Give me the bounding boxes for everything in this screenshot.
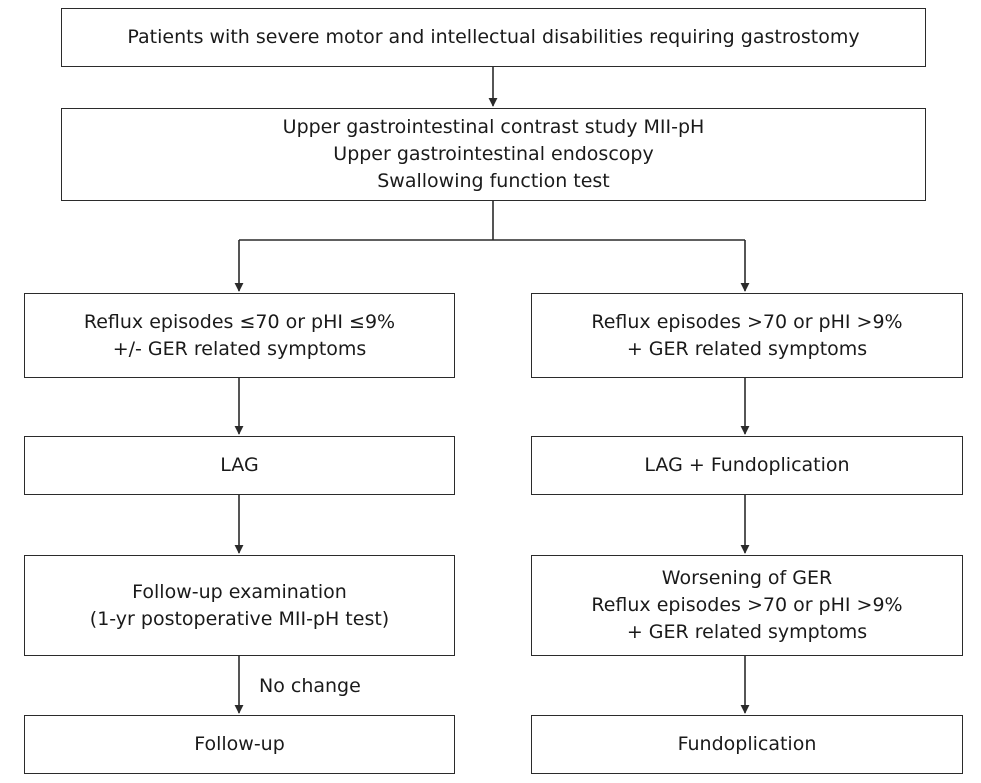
node-follow-up-exam: Follow-up examination (1-yr postoperativ… bbox=[24, 555, 455, 656]
node-high-reflux-line-1: Reflux episodes >70 or pHI >9% bbox=[591, 310, 903, 333]
node-follow-up-line-1: Follow-up bbox=[194, 733, 285, 755]
node-lag-line-1: LAG bbox=[220, 454, 259, 476]
node-workup-line-3: Swallowing function test bbox=[377, 170, 610, 192]
node-low-reflux-line-2: +/- GER related symptoms bbox=[112, 337, 367, 360]
node-fundoplication-line-1: Fundoplication bbox=[677, 733, 817, 755]
node-fundoplication: Fundoplication bbox=[531, 715, 963, 774]
node-lag-fundoplication: LAG + Fundoplication bbox=[531, 436, 963, 495]
node-worsening: Worsening of GER Reflux episodes >70 or … bbox=[531, 555, 963, 656]
node-high-reflux: Reflux episodes >70 or pHI >9% + GER rel… bbox=[531, 293, 963, 378]
edge-label-no-change: No change bbox=[259, 675, 361, 697]
connector-workup-branch bbox=[239, 201, 745, 241]
node-follow-up-exam-line-1: Follow-up examination bbox=[132, 580, 347, 603]
node-low-reflux: Reflux episodes ≤70 or pHI ≤9% +/- GER r… bbox=[24, 293, 455, 378]
node-workup: Upper gastrointestinal contrast study MI… bbox=[61, 108, 926, 201]
node-screening: Patients with severe motor and intellect… bbox=[61, 8, 926, 67]
node-follow-up-exam-line-2: (1-yr postoperative MII-pH test) bbox=[89, 607, 390, 630]
node-worsening-line-1: Worsening of GER bbox=[661, 567, 833, 589]
node-low-reflux-line-1: Reflux episodes ≤70 or pHI ≤9% bbox=[83, 310, 396, 333]
node-workup-line-2: Upper gastrointestinal endoscopy bbox=[333, 143, 654, 165]
node-worsening-line-2: Reflux episodes >70 or pHI >9% bbox=[591, 594, 903, 616]
node-worsening-line-3: + GER related symptoms bbox=[626, 621, 868, 643]
node-screening-line-1: Patients with severe motor and intellect… bbox=[127, 26, 860, 48]
node-follow-up: Follow-up bbox=[24, 715, 455, 774]
node-workup-line-1: Upper gastrointestinal contrast study MI… bbox=[282, 116, 705, 138]
node-lag: LAG bbox=[24, 436, 455, 495]
node-high-reflux-line-2: + GER related symptoms bbox=[626, 337, 868, 360]
node-lag-fundoplication-line-1: LAG + Fundoplication bbox=[644, 454, 850, 476]
